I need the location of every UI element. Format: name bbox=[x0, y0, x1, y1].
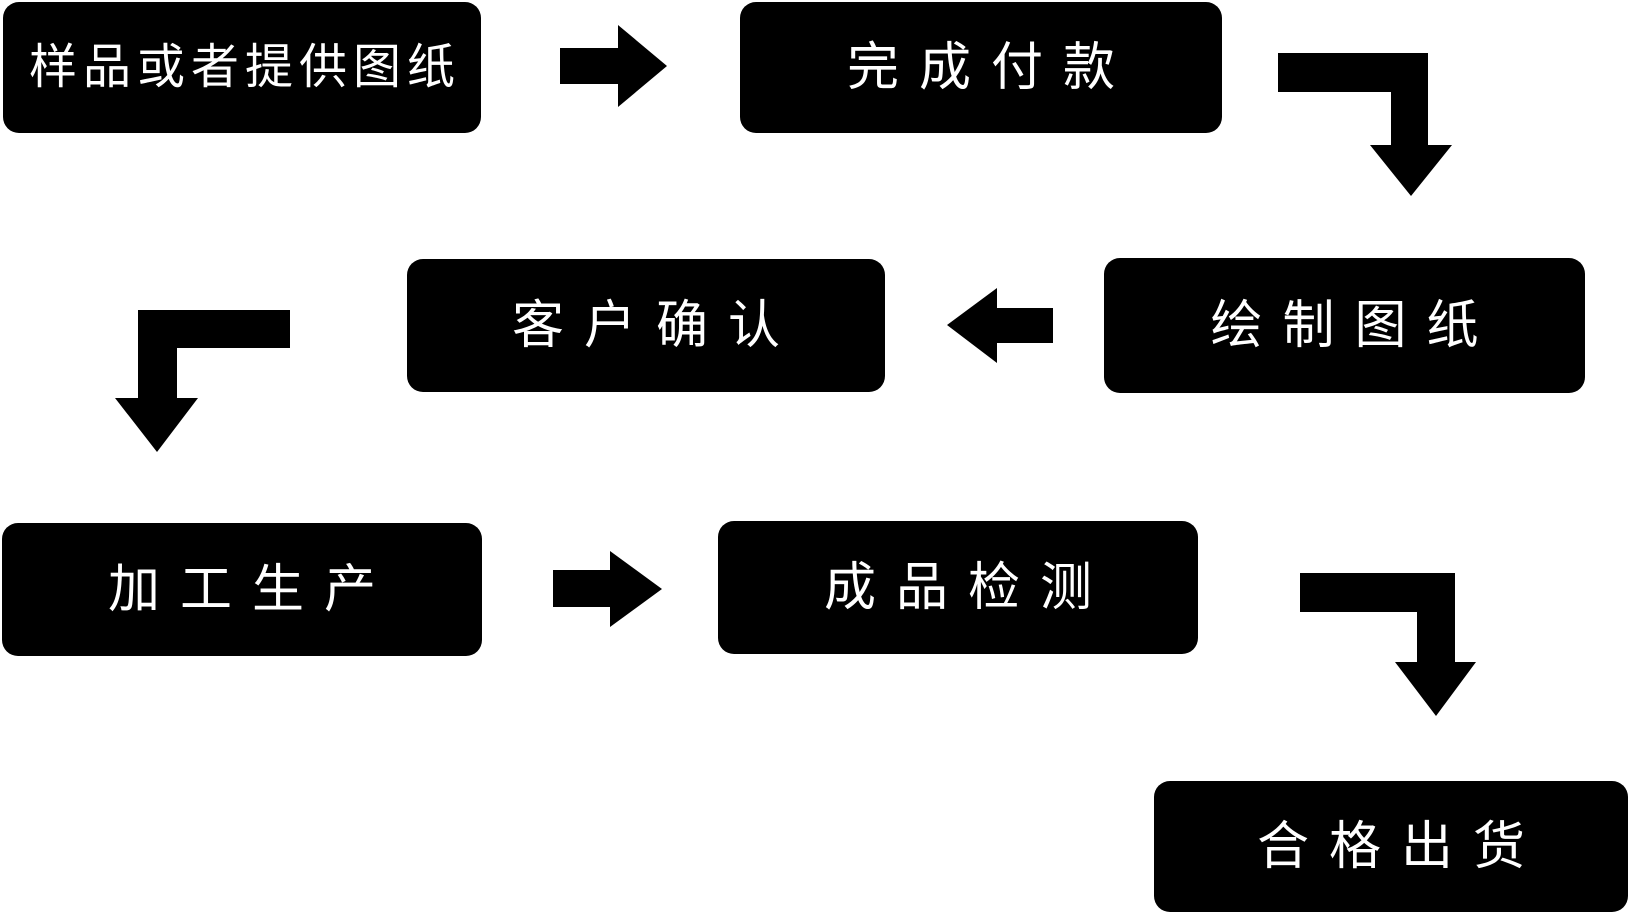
flow-node-customer-confirm: 客户确认 bbox=[407, 259, 885, 392]
arrow-left-icon bbox=[947, 288, 1053, 363]
arrow-right-icon bbox=[553, 551, 662, 627]
flow-node-finished-product-inspection: 成品检测 bbox=[718, 521, 1198, 654]
arrow-right-icon bbox=[560, 25, 667, 107]
flow-node-draw-drawings: 绘制图纸 bbox=[1104, 258, 1585, 393]
flow-node-label: 客户确认 bbox=[511, 296, 800, 355]
flow-node-label: 样品或者提供图纸 bbox=[28, 40, 461, 94]
arrow-elbow-down-left-icon bbox=[115, 310, 290, 452]
flow-node-complete-payment: 完成付款 bbox=[740, 2, 1222, 133]
flow-node-label: 成品检测 bbox=[823, 558, 1112, 617]
flow-node-sample-or-drawing: 样品或者提供图纸 bbox=[3, 2, 481, 133]
arrow-elbow-down-icon bbox=[1278, 53, 1452, 196]
flow-node-label: 绘制图纸 bbox=[1210, 296, 1499, 355]
flow-node-label: 完成付款 bbox=[846, 38, 1135, 97]
flow-node-label: 加工生产 bbox=[107, 560, 396, 619]
flow-node-processing-production: 加工生产 bbox=[2, 523, 482, 656]
flow-node-qualified-shipment: 合格出货 bbox=[1154, 781, 1628, 912]
flow-node-label: 合格出货 bbox=[1256, 817, 1545, 876]
arrow-elbow-down-icon bbox=[1300, 573, 1476, 716]
